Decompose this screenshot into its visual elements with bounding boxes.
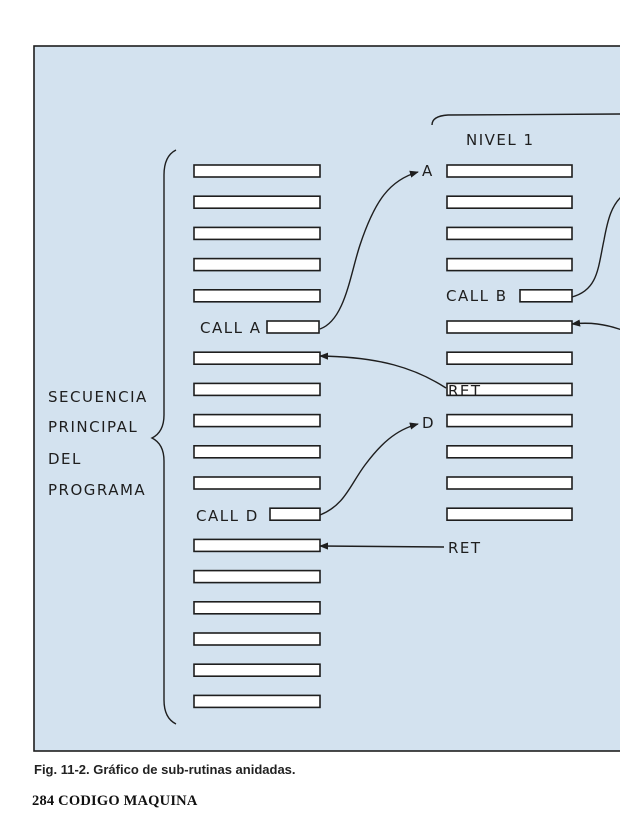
level1-instruction-box	[446, 413, 573, 428]
page-footer: 284 CODIGO MAQUINA	[32, 793, 198, 809]
main-sequence-label-line-4: PROGRAMA	[48, 481, 146, 499]
figure-caption: Fig. 11-2. Gráfico de sub-rutinas anidad…	[34, 762, 296, 777]
main-instruction-box	[193, 444, 321, 459]
call-b-label: CALL B	[446, 287, 508, 305]
call-d-arrow	[319, 422, 419, 516]
main-instruction-box	[193, 538, 321, 553]
level1-instruction-box	[446, 351, 573, 366]
main-instruction-box	[193, 164, 321, 178]
level1-instruction-box	[446, 226, 573, 241]
return-from-level2-arrow	[571, 319, 620, 331]
call-a-label: CALL A	[200, 319, 261, 337]
level1-instruction-box	[446, 507, 573, 522]
level1-title: NIVEL 1	[466, 131, 535, 149]
subroutine-a-entry-label: A	[422, 162, 434, 180]
diagram-panel	[33, 45, 620, 752]
main-instruction-box	[193, 663, 321, 678]
main-instruction-box	[266, 320, 320, 334]
main-instruction-box	[193, 569, 321, 584]
main-sequence-brace	[150, 149, 177, 725]
main-instruction-box	[269, 507, 321, 522]
level1-instruction-box	[446, 257, 573, 272]
level1-instruction-box	[446, 476, 573, 490]
call-d-label: CALL D	[196, 507, 259, 525]
main-instruction-box	[193, 351, 321, 366]
ret-to-main-arrow-2	[319, 542, 445, 550]
level1-instruction-box	[446, 382, 573, 397]
main-sequence-label-line-1: SECUENCIA	[48, 388, 148, 406]
level1-instructions	[446, 164, 573, 522]
main-instruction-box	[193, 288, 321, 303]
ret-label-2: RET	[448, 539, 482, 557]
ret-label-1: RET	[448, 382, 482, 400]
ret-to-main-arrow-1	[319, 352, 447, 389]
call-b-arrow	[571, 197, 620, 298]
main-instruction-box	[193, 476, 321, 490]
level1-header-bracket	[431, 113, 620, 126]
subroutine-d-entry-label: D	[422, 414, 435, 432]
main-instruction-box	[193, 413, 321, 428]
nested-subroutine-diagram: SECUENCIA PRINCIPAL DEL PROGRAMA CALL A …	[33, 45, 620, 752]
main-instruction-box	[193, 600, 321, 615]
main-instruction-box	[193, 632, 321, 646]
main-instruction-box	[193, 694, 321, 709]
main-sequence-label-line-3: DEL	[48, 450, 82, 468]
main-instruction-box	[193, 226, 321, 241]
level1-instruction-box	[446, 195, 573, 209]
level1-instruction-box	[519, 288, 573, 303]
level1-instruction-box	[446, 444, 573, 459]
main-sequence-instructions	[193, 164, 321, 709]
main-sequence-label-line-2: PRINCIPAL	[48, 418, 138, 436]
level1-instruction-box	[446, 320, 573, 334]
main-instruction-box	[193, 382, 321, 397]
main-instruction-box	[193, 195, 321, 209]
level1-instruction-box	[446, 164, 573, 178]
main-instruction-box	[193, 257, 321, 272]
call-a-arrow	[319, 170, 419, 330]
